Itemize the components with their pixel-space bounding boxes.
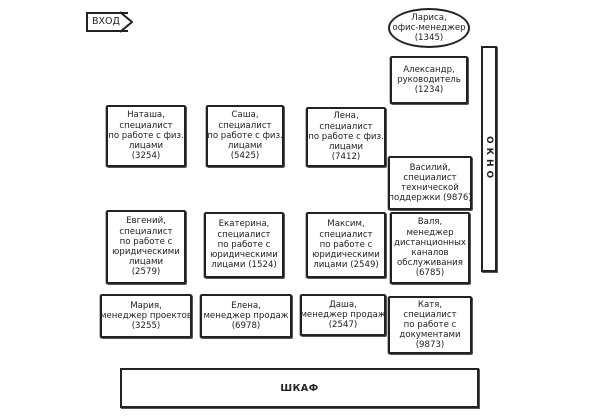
desk-line: по работе с физ.: [207, 130, 283, 141]
desk-line: по работе с физ.: [308, 131, 384, 142]
desk-dasha: Даша, менеджер продаж (2547): [300, 294, 386, 336]
desk-line: обслуживания: [397, 258, 463, 269]
cabinet: ШКАФ: [120, 368, 479, 408]
desk-line: (6785): [415, 268, 445, 279]
desk-lena: Лена, специалист по работе с физ. лицами…: [306, 107, 386, 167]
desk-line: менеджер продаж: [300, 309, 386, 320]
entrance-label: ВХОД: [92, 16, 120, 27]
desk-line: каналов: [411, 248, 449, 258]
office-manager-line-2: (1345): [414, 33, 444, 44]
desk-line: документами: [399, 330, 461, 341]
desk-line: Катя,: [417, 299, 443, 310]
desk-line: Максим,: [327, 219, 365, 230]
desk-line: Валя,: [417, 217, 443, 228]
desk-line: специалист: [403, 309, 457, 320]
desk-line: Евгений,: [126, 216, 166, 227]
desk-line: Саша,: [231, 110, 259, 121]
desk-line: (9873): [415, 340, 445, 351]
desk-maxim: Максим, специалист по работе с юридическ…: [306, 212, 386, 278]
desk-maria: Мария, менеджер проектов (3255): [100, 294, 192, 338]
desk-valya: Валя, менеджер дистанционных каналов обс…: [390, 212, 470, 284]
office-manager-line-0: Лариса,: [411, 12, 447, 23]
desk-line: руководитель: [397, 74, 461, 85]
desk-line: лицами (2549): [313, 260, 379, 271]
desk-line: менеджер продаж: [203, 310, 289, 321]
desk-line: по работе с: [217, 239, 271, 250]
desk-line: Александр,: [403, 64, 455, 75]
desk-line: по работе с: [119, 236, 173, 247]
desk-ekaterina: Екатерина, специалист по работе с юридич…: [204, 212, 284, 278]
desk-line: дистанционных: [394, 237, 466, 248]
desk-line: (6978): [231, 321, 261, 332]
desk-line: Даша,: [329, 299, 357, 310]
desk-line: (7412): [331, 152, 361, 163]
desk-vasily: Василий, специалист технической поддержк…: [388, 156, 472, 210]
desk-line: по работе с: [319, 239, 373, 250]
desk-line: специалист: [403, 172, 457, 183]
window: ОКНО: [481, 46, 497, 272]
entrance-arrow-icon: [119, 11, 133, 33]
desk-line: юридическими: [312, 250, 380, 261]
office-manager-desk: Лариса, офис-менеджер (1345): [388, 8, 470, 48]
desk-line: специалист: [319, 121, 373, 132]
desk-line: лицами: [128, 141, 164, 152]
desk-line: поддержки (9876): [388, 193, 472, 204]
desk-line: (3255): [131, 321, 161, 332]
desk-line: по работе с: [403, 319, 457, 330]
desk-sasha: Саша, специалист по работе с физ. лицами…: [206, 105, 284, 167]
desk-elena: Елена, менеджер продаж (6978): [200, 294, 292, 338]
desk-line: юридическими: [112, 247, 180, 257]
desk-line: специалист: [119, 226, 173, 237]
desk-line: менеджер проектов: [100, 310, 192, 321]
desk-line: специалист: [319, 229, 373, 240]
desk-line: Наташа,: [127, 110, 165, 121]
desk-line: технической: [401, 183, 459, 193]
desk-line: лицами: [227, 141, 263, 152]
desk-alexander: Александр, руководитель (1234): [390, 56, 468, 104]
desk-line: Василий,: [409, 162, 451, 173]
desk-line: специалист: [119, 120, 173, 131]
desk-line: Лена,: [333, 111, 359, 122]
desk-natasha: Наташа, специалист по работе с физ. лица…: [106, 105, 186, 167]
office-manager-line-1: офис-менеджер: [392, 22, 466, 33]
desk-line: (1234): [414, 85, 444, 96]
cabinet-label: ШКАФ: [280, 382, 319, 394]
desk-line: специалист: [217, 229, 271, 240]
desk-evgeny: Евгений, специалист по работе с юридичес…: [106, 210, 186, 284]
desk-line: лицами: [328, 142, 364, 153]
desk-line: (3254): [131, 151, 161, 162]
desk-line: Елена,: [231, 300, 261, 311]
entrance-label-box: ВХОД: [86, 12, 128, 32]
desk-line: лицами: [128, 257, 164, 268]
desk-line: (2579): [131, 267, 161, 278]
desk-line: Екатерина,: [218, 219, 270, 230]
desk-line: менеджер: [406, 227, 454, 238]
desk-line: специалист: [218, 120, 272, 131]
desk-line: юридическими: [210, 250, 278, 261]
desk-line: (5425): [230, 151, 260, 162]
desk-line: лицами (1524): [211, 260, 277, 271]
desk-line: (2547): [328, 320, 358, 331]
desk-line: по работе с физ.: [108, 130, 184, 141]
desk-katya: Катя, специалист по работе с документами…: [388, 296, 472, 354]
desk-line: Мария,: [130, 300, 162, 311]
window-label: ОКНО: [484, 135, 494, 183]
